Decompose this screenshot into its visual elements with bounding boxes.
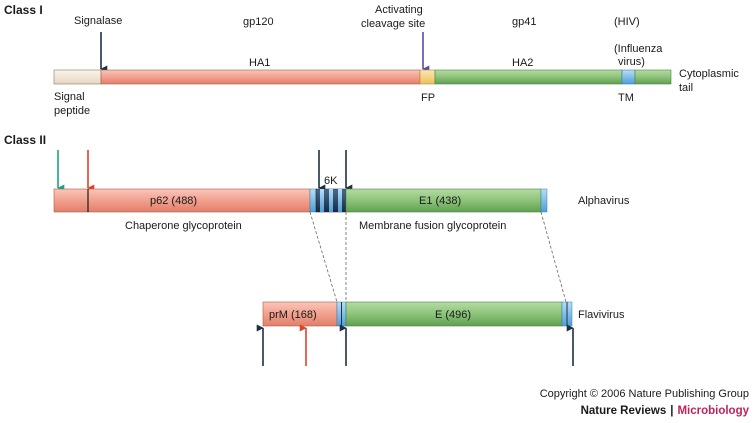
class2-heading: Class II: [4, 133, 46, 147]
e-segment: [345, 301, 563, 327]
signal-peptide-label-line2: peptide: [54, 105, 90, 117]
dashed-link-right: [540, 211, 567, 303]
flavivirus-label: Flavivirus: [578, 309, 625, 321]
chaperone-label: Chaperone glycoprotein: [125, 220, 242, 232]
prm-segment: [262, 301, 338, 327]
ha2-segment: [434, 69, 623, 85]
activating-label-line2: cleavage site: [361, 18, 425, 30]
journal-credit: Nature Reviews| Microbiology: [581, 405, 750, 417]
p62-tm-segment: [309, 188, 317, 213]
cytoplasmic-tail-label-line1: Cytoplasmic: [679, 68, 739, 80]
class1-protein-bar: [53, 69, 672, 85]
cytoplasmic-tail-segment: [634, 69, 672, 85]
e1-tm-segment: [540, 188, 548, 213]
p62-label: p62 (488): [150, 195, 197, 207]
ha2-label: HA2: [512, 57, 533, 69]
tm-label: TM: [618, 92, 634, 104]
e-label: E (496): [435, 309, 471, 321]
six-k-tm1: [320, 189, 324, 212]
journal-separator: |: [670, 405, 673, 417]
influenza-label-line2: virus): [618, 56, 645, 68]
alphavirus-label: Alphavirus: [578, 195, 630, 207]
journal-name: Nature Reviews: [581, 405, 667, 417]
membrane-fusion-label: Membrane fusion glycoprotein: [359, 220, 506, 232]
copyright-text: Copyright © 2006 Nature Publishing Group: [540, 388, 749, 400]
ha1-label: HA1: [249, 57, 270, 69]
fusion-peptide-segment: [419, 69, 436, 85]
prm-label: prM (168): [269, 309, 317, 321]
transmembrane-segment: [621, 69, 636, 85]
six-k-tm3: [338, 189, 342, 212]
signal-peptide-label-line1: Signal: [54, 91, 85, 103]
activating-label-line1: Activating: [375, 4, 423, 16]
hiv-label: (HIV): [614, 16, 640, 28]
dashed-link-left: [309, 211, 338, 303]
class1-heading: Class I: [4, 3, 43, 17]
cytoplasmic-tail-label-line2: tail: [679, 82, 693, 94]
influenza-label-line1: (Influenza: [614, 43, 663, 55]
six-k-tm2: [329, 189, 333, 212]
signalase-label: Signalase: [74, 15, 122, 27]
alphavirus-protein-bar: [53, 188, 548, 213]
signal-peptide-segment: [53, 69, 102, 85]
six-k-label: 6K: [324, 175, 338, 187]
gp120-label: gp120: [243, 16, 274, 28]
e1-label: E1 (438): [419, 195, 461, 207]
journal-subject: Microbiology: [677, 405, 749, 417]
fp-label: FP: [421, 92, 435, 104]
ha1-segment: [100, 69, 421, 85]
gp41-label: gp41: [512, 16, 536, 28]
